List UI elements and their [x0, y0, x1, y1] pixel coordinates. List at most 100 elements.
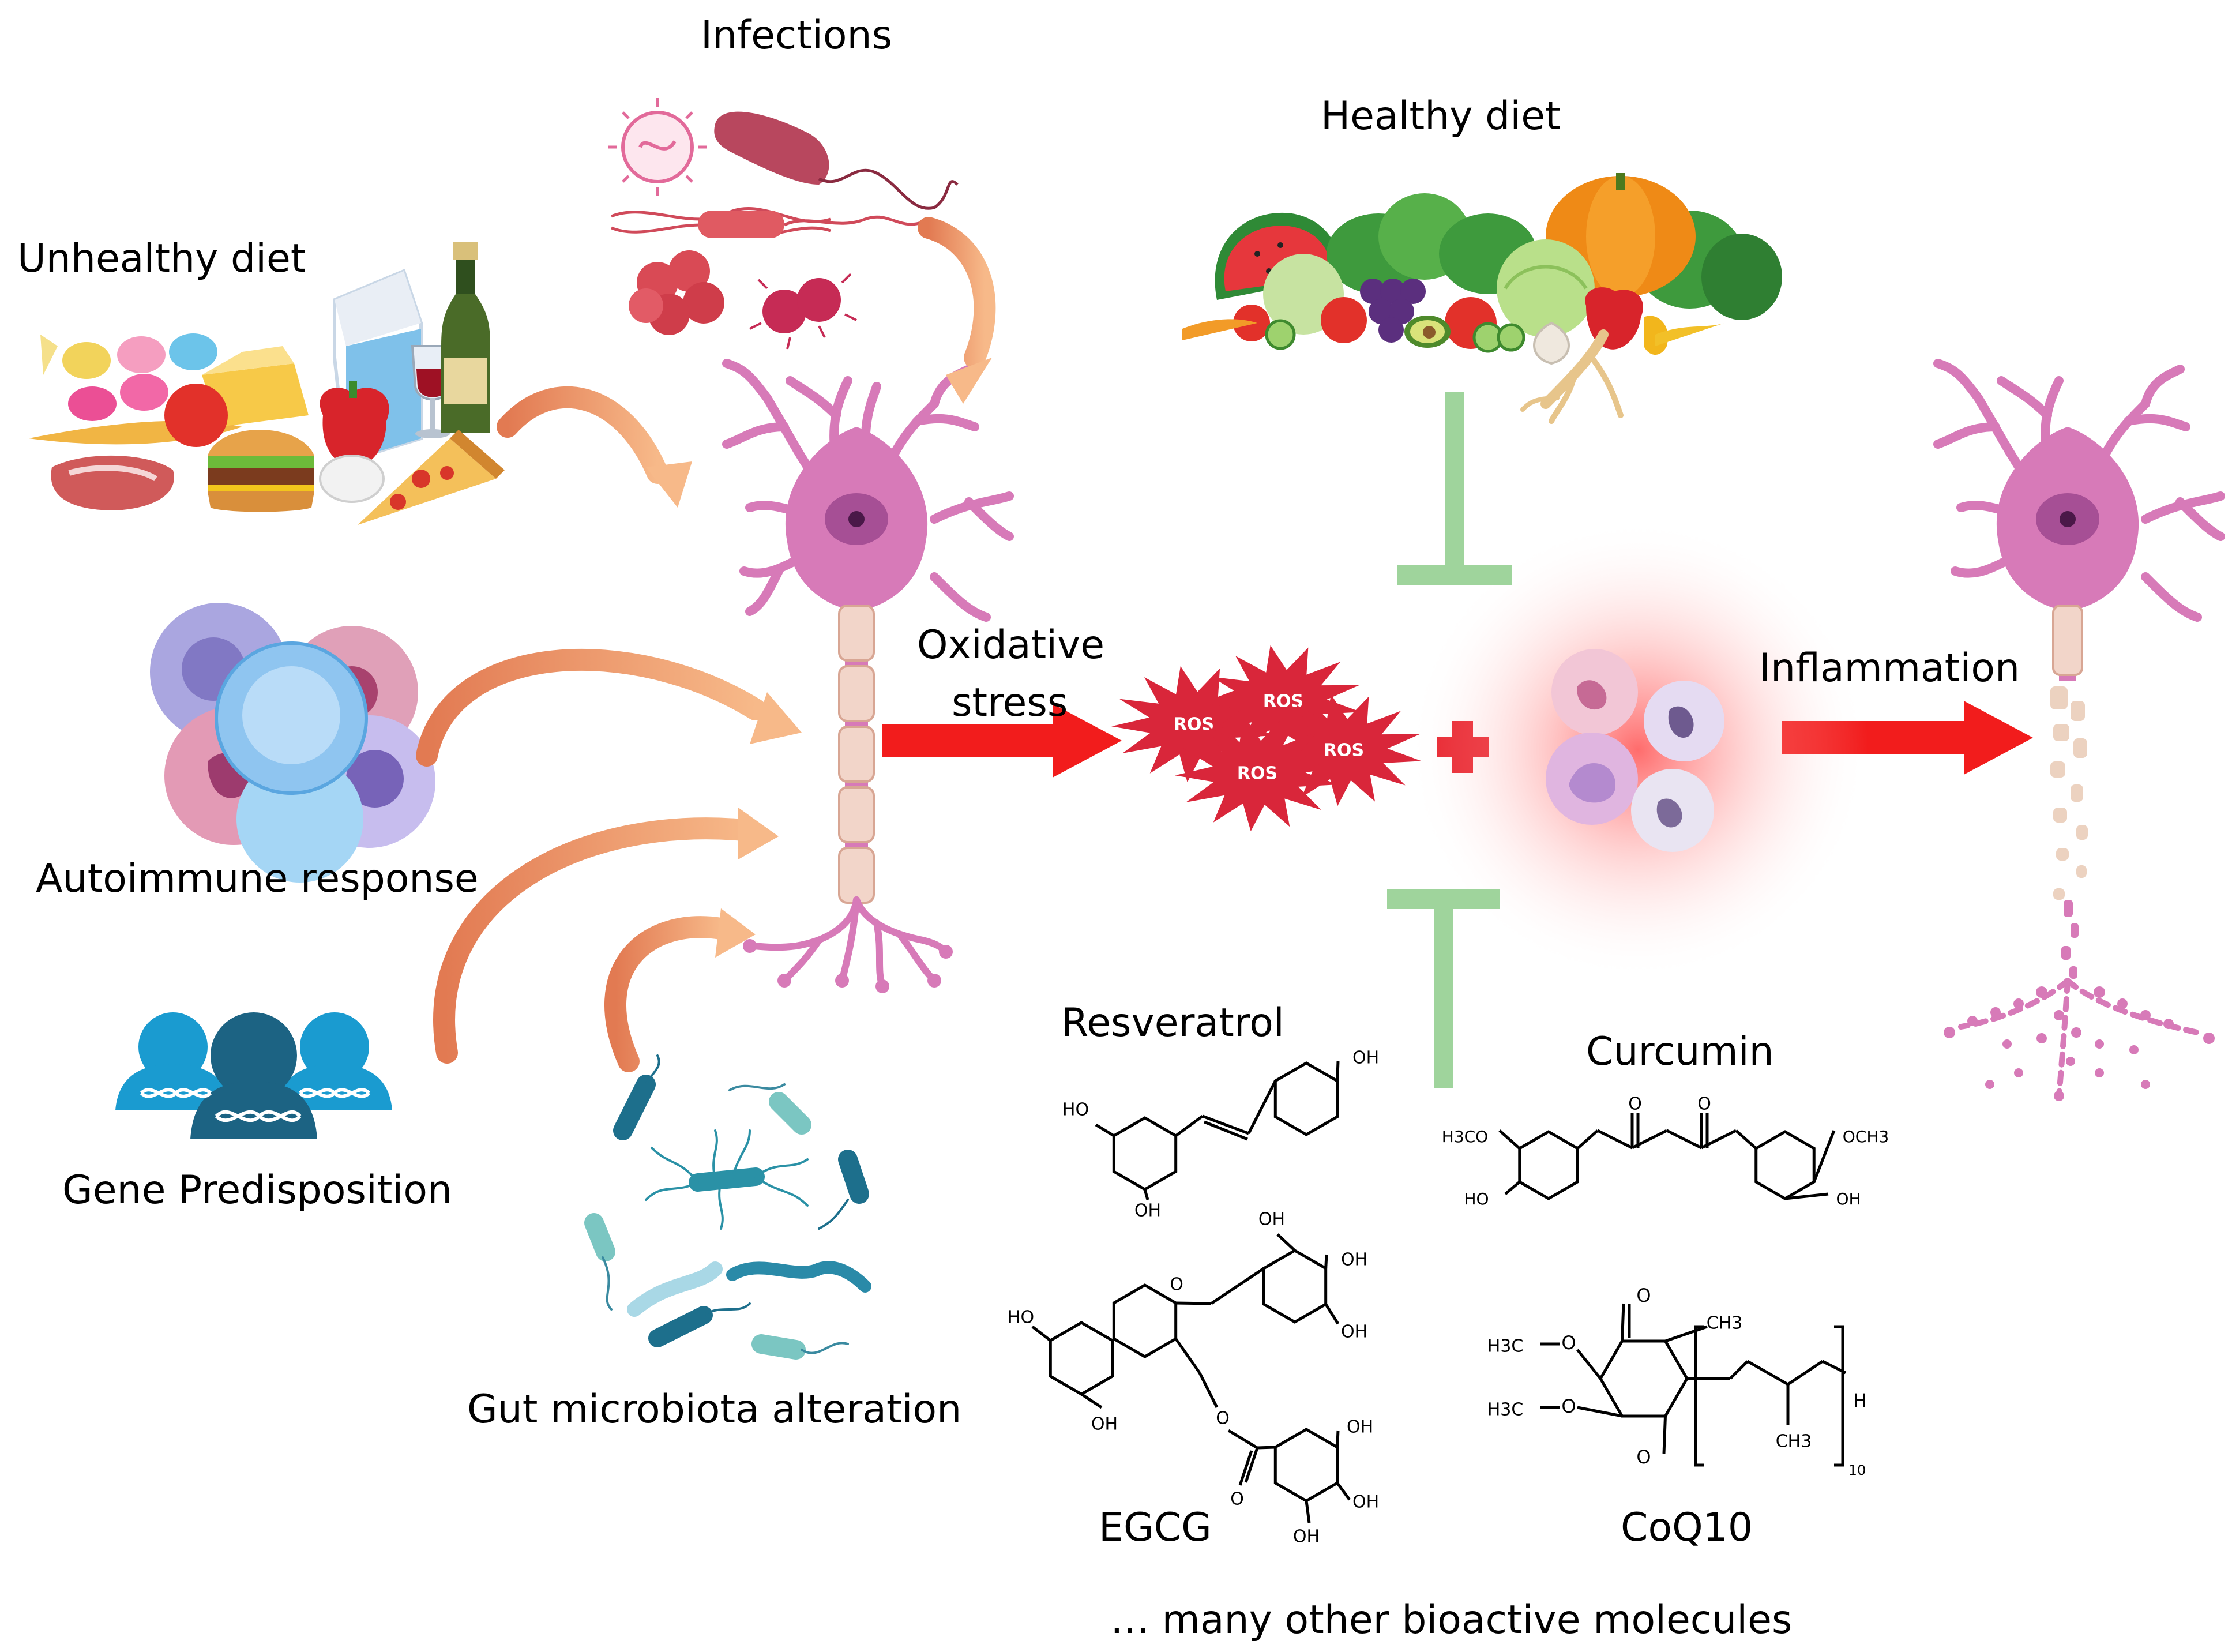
hydroxyl-label: HO — [1464, 1189, 1489, 1208]
bond — [1175, 1301, 1212, 1305]
bond — [1664, 1325, 1708, 1343]
garlic-icon — [1533, 321, 1570, 365]
inhibition-bottom — [1387, 889, 1500, 1088]
bond — [1336, 1061, 1340, 1082]
cocci-cluster-icon — [629, 250, 724, 335]
bond — [1504, 1181, 1521, 1195]
hydroxyl-label: OH — [1258, 1210, 1285, 1230]
bond — [1621, 1303, 1625, 1342]
arrowheads — [646, 358, 992, 958]
spirochete-icon — [726, 1261, 871, 1293]
bacterium-icon — [627, 1261, 723, 1317]
ros-label: ROS — [1263, 692, 1303, 712]
bond — [1238, 1450, 1253, 1486]
oxygen-label: O — [1561, 1395, 1576, 1417]
gut-arrow — [604, 916, 732, 1072]
egg-icon — [319, 455, 385, 503]
ring-bond — [1262, 1249, 1328, 1324]
hydroxyl-label: OH — [1134, 1201, 1161, 1221]
ring-bond — [1273, 1428, 1339, 1503]
bond — [1305, 1500, 1311, 1523]
cucumber-icon — [1265, 319, 1525, 353]
immune-cells-illustration — [150, 603, 435, 883]
hydroxyl-label: OH — [1091, 1414, 1118, 1435]
hydroxyl-label: OH — [1293, 1527, 1320, 1547]
dna-icon — [140, 1088, 371, 1122]
bacterium-rod-icon — [714, 111, 959, 210]
bond — [1080, 1392, 1103, 1409]
bacterium-icon — [769, 1092, 811, 1135]
methoxy-label: OCH3 — [1843, 1127, 1889, 1146]
ring-bond — [1049, 1321, 1114, 1396]
bond — [1227, 1429, 1258, 1450]
ring-bond — [1112, 1283, 1178, 1358]
oxygen-label: O — [1697, 1094, 1711, 1114]
person-icon — [190, 1012, 317, 1139]
curcumin-label: Curcumin — [1586, 1029, 1774, 1075]
bond — [1576, 1129, 1599, 1150]
ros-molecule — [1175, 715, 1339, 832]
bracket — [1694, 1325, 1704, 1467]
bond — [1336, 1430, 1340, 1448]
myelin-fragments — [2050, 686, 2088, 900]
bond — [1812, 1130, 1836, 1182]
bond — [1576, 1349, 1602, 1380]
ring-bond — [1518, 1130, 1579, 1200]
risk-factor-arrows — [416, 217, 996, 1072]
virus-icon — [608, 98, 707, 196]
bond — [1175, 1114, 1204, 1137]
bond — [1143, 1189, 1149, 1200]
ring-bond — [1754, 1130, 1816, 1200]
bond — [1746, 1360, 1789, 1386]
repeat-count-label: 10 — [1848, 1462, 1866, 1478]
hydrogen-label: H — [1853, 1390, 1867, 1411]
ring-bond — [1112, 1116, 1178, 1191]
infections-illustration — [608, 98, 959, 350]
bond — [1784, 1192, 1829, 1200]
hydroxyl-label: OH — [1341, 1322, 1367, 1342]
bond — [1324, 1254, 1328, 1269]
bond — [1204, 1120, 1248, 1141]
bond — [1210, 1267, 1265, 1305]
hydroxyl-label: HO — [1008, 1308, 1034, 1328]
ros-molecule — [1264, 694, 1422, 806]
gene-people-illustration — [115, 1012, 392, 1139]
bond — [1198, 1372, 1219, 1409]
healthy-diet-label: Healthy diet — [1321, 93, 1561, 139]
bond — [1498, 1129, 1521, 1150]
avocado-icon — [1404, 316, 1451, 348]
bond — [1577, 1406, 1622, 1418]
methyl-label: H3C — [1487, 1336, 1524, 1357]
hydroxyl-label: OH — [1347, 1417, 1373, 1437]
bioactive-molecules-label: … many other bioactive molecules — [1110, 1597, 1793, 1643]
hydroxyl-label: OH — [1352, 1048, 1379, 1068]
oxidative-stress-label-line1: Oxidative — [917, 622, 1105, 668]
steak-icon — [51, 455, 174, 510]
flagellated-bacterium-icon — [689, 1167, 765, 1192]
methyl-label: CH3 — [1707, 1313, 1743, 1334]
bond — [1735, 1129, 1757, 1150]
infections-label: Infections — [701, 13, 892, 58]
ros-label: ROS — [1237, 764, 1277, 784]
bacterium-flagellate-icon — [611, 206, 923, 238]
diet-arrow — [497, 386, 668, 484]
bond — [1174, 1338, 1201, 1374]
coq10-label: CoQ10 — [1621, 1505, 1753, 1550]
carrot-icon — [1182, 319, 1724, 346]
unhealthy-diet-label: Unhealthy diet — [17, 236, 306, 281]
grapes-icon — [1360, 279, 1426, 343]
oxygen-label: O — [1170, 1275, 1183, 1295]
pizza-icon — [358, 430, 505, 525]
ring-bond — [1599, 1339, 1689, 1418]
bond — [1031, 1326, 1051, 1342]
oxidative-stress-arrow — [882, 704, 1122, 778]
gene-arrow — [433, 817, 761, 1064]
oxygen-label: O — [1561, 1332, 1576, 1354]
hydroxyl-label: OH — [1352, 1492, 1379, 1512]
